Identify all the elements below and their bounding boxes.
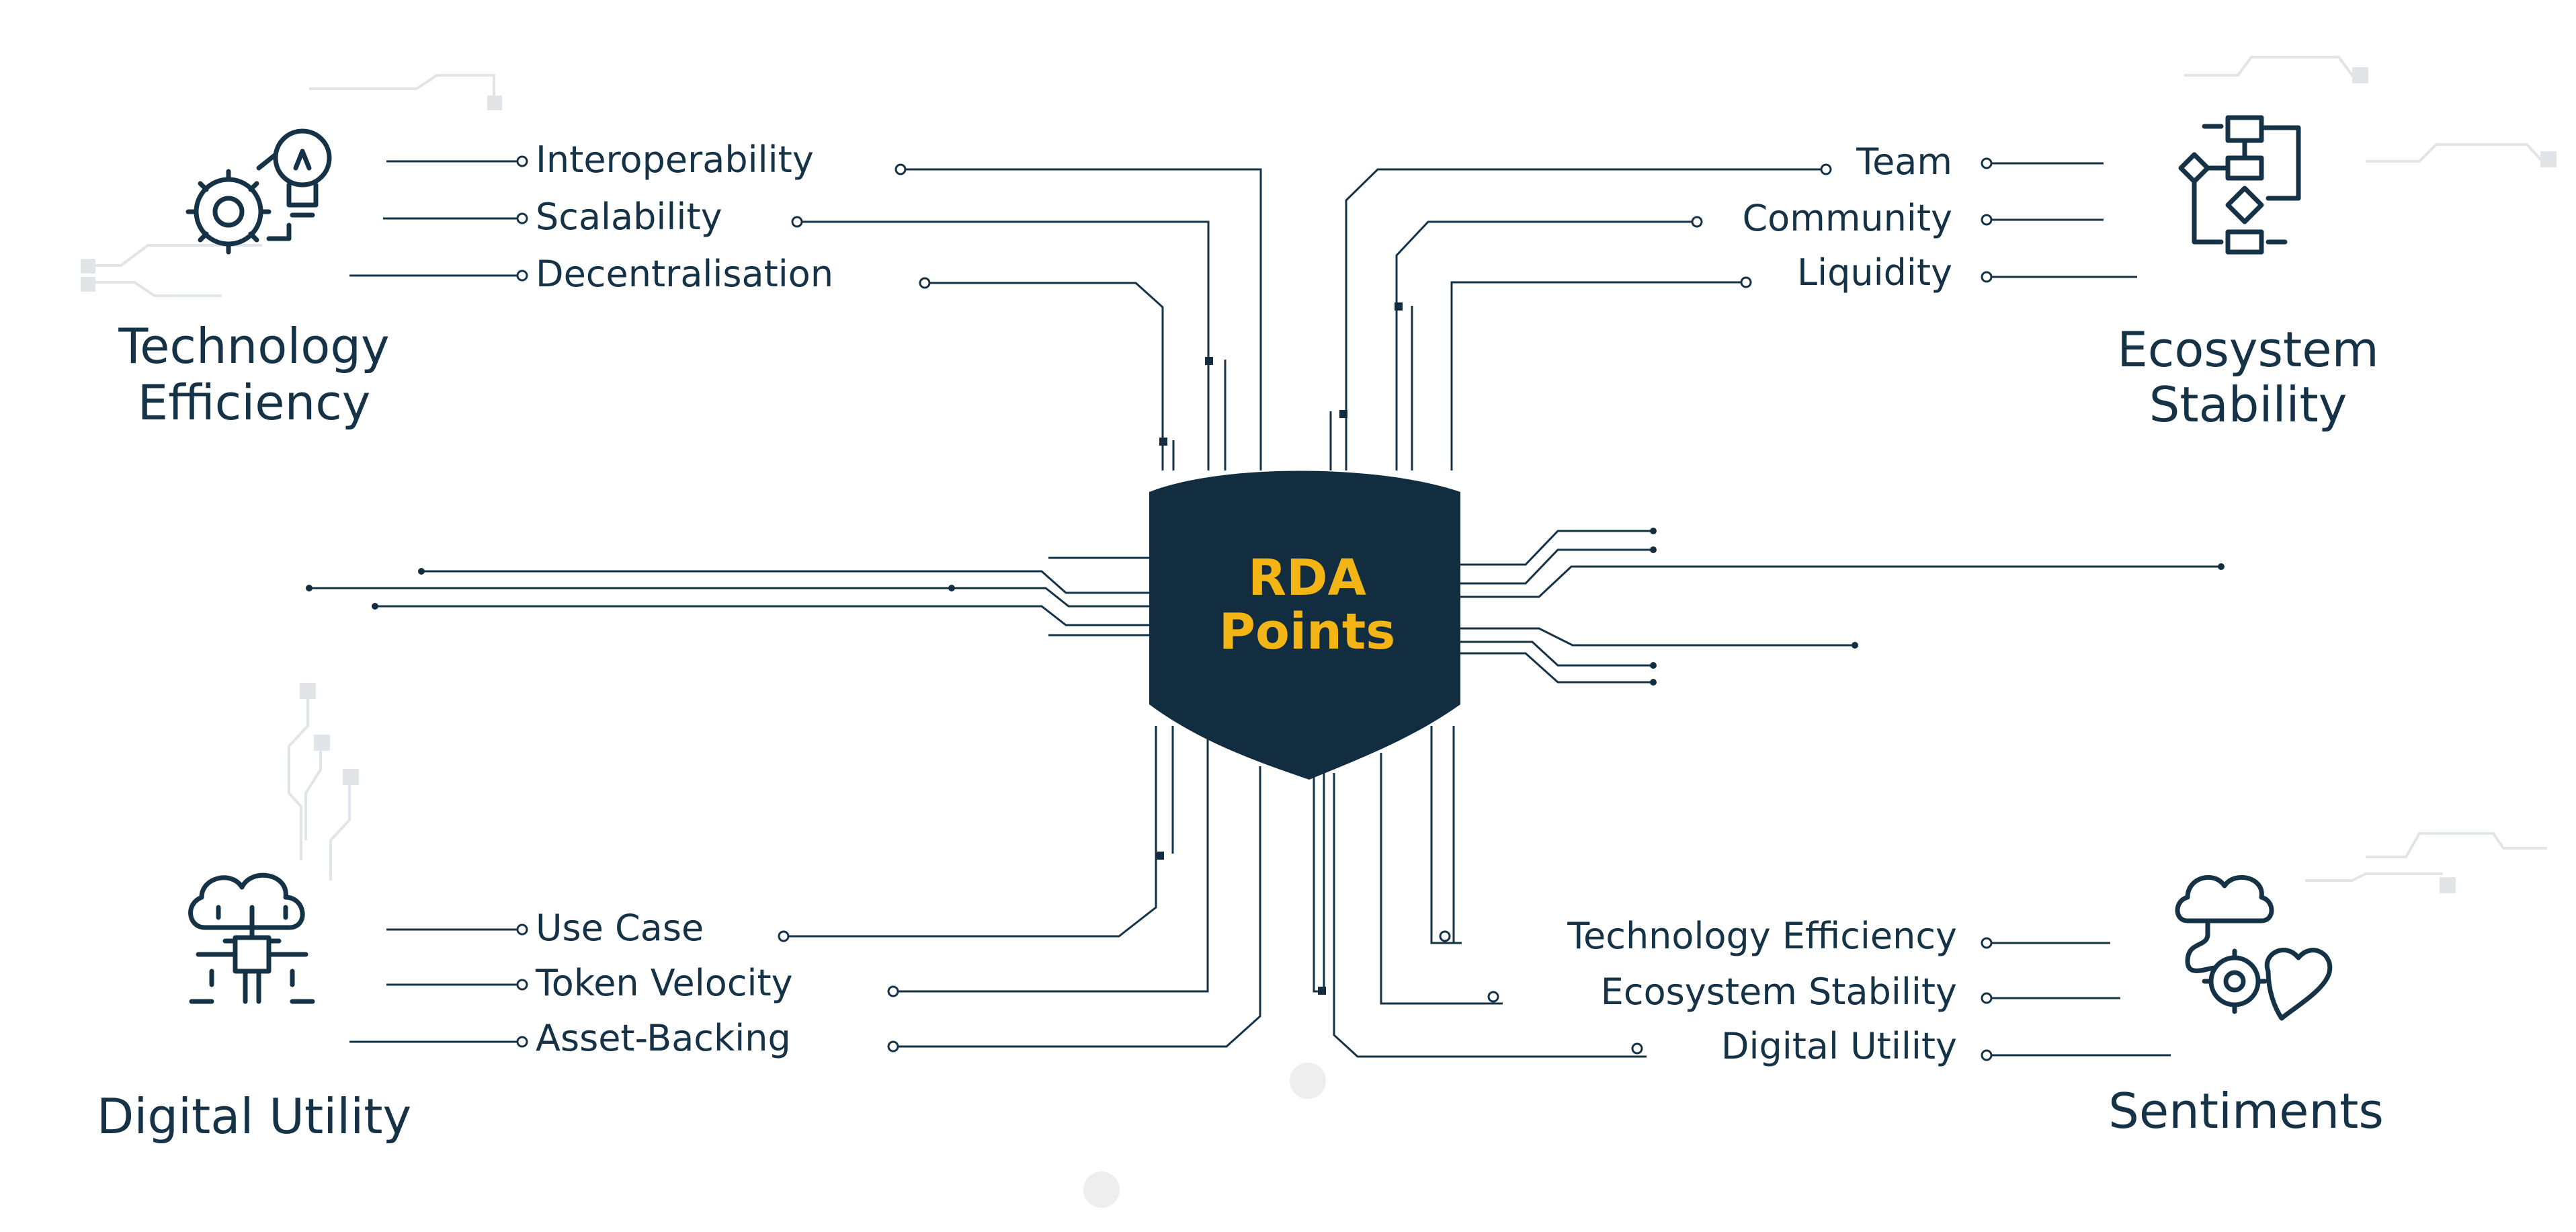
core-title-line2: Points [1219,603,1396,661]
category-digital-utility: Digital Utility Use Case Token Velocity … [97,872,899,1145]
item-scalability: Scalability [536,196,722,238]
category-title-line2: Efficiency [138,374,371,431]
item-digital-utility: Digital Utility [1721,1025,1957,1067]
decorative-traces [81,56,2557,1208]
category-title-line1: Digital Utility [97,1088,411,1145]
core-title-line1: RDA [1248,549,1366,607]
item-interoperability: Interoperability [536,138,814,181]
category-technology-efficiency: Technology Efficiency Interoperability S… [118,128,931,431]
item-liquidity: Liquidity [1797,251,1952,294]
gear-lightbulb-icon [185,128,332,255]
item-use-case: Use Case [536,907,704,949]
cloud-gear-heart-icon [2175,874,2333,1021]
category-ecosystem-stability: Ecosystem Stability Team Community Liqui… [1691,115,2379,433]
flowchart-icon [2178,115,2301,255]
circuit-wires [306,168,2225,1058]
category-sentiments: Sentiments Technology Efficiency Ecosyst… [1439,874,2384,1139]
item-ecosystem-stability: Ecosystem Stability [1601,971,1957,1013]
category-title-line2: Stability [2149,376,2348,433]
item-decentralisation: Decentralisation [536,253,833,295]
category-title-line1: Sentiments [2108,1083,2384,1139]
category-title-line1: Ecosystem [2117,321,2378,378]
item-asset-backing: Asset-Backing [536,1017,791,1059]
item-community: Community [1742,197,1952,239]
rda-points-chip: RDA Points [1149,470,1460,780]
cloud-circuit-icon [188,872,315,1004]
category-title-line1: Technology [118,318,389,374]
item-token-velocity: Token Velocity [535,962,793,1004]
item-technology-efficiency: Technology Efficiency [1567,915,1957,957]
item-team: Team [1856,140,1952,183]
